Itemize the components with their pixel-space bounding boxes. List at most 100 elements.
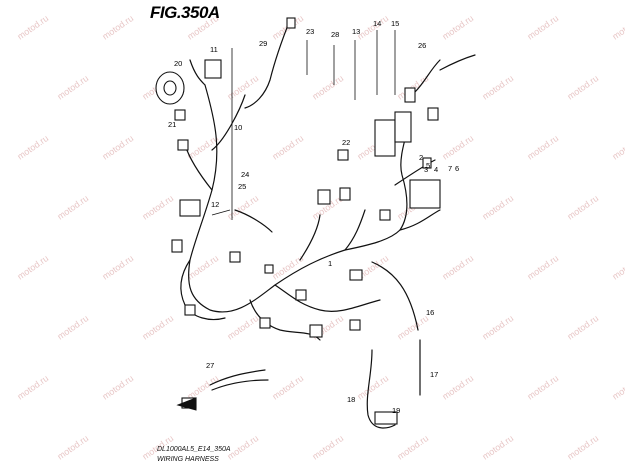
- connector-18: [374, 411, 398, 425]
- watermark: motod.ru: [480, 73, 515, 102]
- connector-m: [404, 87, 416, 103]
- callout-5: 5: [426, 161, 430, 170]
- watermark: motod.ru: [610, 133, 625, 162]
- callout-14: 14: [373, 19, 381, 28]
- watermark: motod.ru: [140, 313, 175, 342]
- main-harness-branch-a: [274, 284, 381, 312]
- main-harness-branch-h: [399, 209, 441, 231]
- callout-27: 27: [206, 361, 214, 370]
- main-harness-branch-b: [299, 214, 321, 261]
- harness-18: [366, 349, 396, 429]
- connector-b: [339, 187, 351, 201]
- watermark: motod.ru: [525, 253, 560, 282]
- watermark: motod.ru: [225, 73, 260, 102]
- connector-l: [177, 139, 189, 151]
- watermark: motod.ru: [15, 253, 50, 282]
- fuse-box: [409, 179, 441, 209]
- connector-11: [204, 59, 222, 79]
- watermark: motod.ru: [525, 13, 560, 42]
- watermark: motod.ru: [55, 313, 90, 342]
- connector-22: [337, 149, 349, 161]
- callout-26: 26: [418, 41, 426, 50]
- relay-block-b: [394, 111, 412, 143]
- callout-17: 17: [430, 370, 438, 379]
- watermark: motod.ru: [565, 73, 600, 102]
- watermark: motod.ru: [185, 373, 220, 402]
- watermark: motod.ru: [100, 253, 135, 282]
- watermark: motod.ru: [100, 133, 135, 162]
- callout-21: 21: [168, 120, 176, 129]
- figure-title: FIG.350A: [150, 3, 220, 22]
- watermark: motod.ru: [310, 73, 345, 102]
- watermark: motod.ru: [480, 433, 515, 462]
- watermark: motod.ru: [55, 433, 90, 462]
- main-harness-trunk: [188, 84, 411, 313]
- connector-d: [295, 289, 307, 301]
- watermark: motod.ru: [440, 253, 475, 282]
- callout-1: 1: [328, 259, 332, 268]
- connector-o: [264, 264, 274, 274]
- callout-3: 3: [424, 165, 428, 174]
- watermark: motod.ru: [15, 133, 50, 162]
- harness-26: [414, 59, 441, 93]
- cable-27: [209, 369, 266, 386]
- model-code: DL1000AL5_E14_350A: [157, 446, 231, 453]
- watermark: motod.ru: [525, 133, 560, 162]
- callout-13: 13: [352, 27, 360, 36]
- connector-n: [427, 107, 439, 121]
- watermark: motod.ru: [565, 433, 600, 462]
- connector-h: [259, 317, 271, 329]
- watermark: motod.ru: [55, 73, 90, 102]
- harness-29: [244, 19, 291, 109]
- connector-k: [174, 109, 186, 121]
- callout-7: 7: [448, 164, 452, 173]
- watermark: motod.ru: [440, 373, 475, 402]
- connector-c: [349, 269, 363, 281]
- callout-22: 22: [342, 138, 350, 147]
- callout-29: 29: [259, 39, 267, 48]
- connector-a: [317, 189, 331, 205]
- wire-20: [189, 59, 206, 86]
- callout-2: 2: [419, 153, 423, 162]
- callout-18: 18: [347, 395, 355, 404]
- callout-25: 25: [238, 182, 246, 191]
- connector-e: [229, 251, 241, 263]
- callout-28: 28: [331, 30, 339, 39]
- callout-20: 20: [174, 59, 182, 68]
- watermark: motod.ru: [480, 313, 515, 342]
- watermark: motod.ru: [310, 433, 345, 462]
- watermark: motod.ru: [100, 13, 135, 42]
- section-name: WIRING HARNESS: [157, 456, 219, 463]
- watermark: motod.ru: [225, 313, 260, 342]
- callout-11: 11: [210, 45, 218, 54]
- main-harness-branch-c: [344, 209, 366, 251]
- watermark: motod.ru: [15, 13, 50, 42]
- callout-12: 12: [211, 200, 219, 209]
- watermark: motod.ru: [565, 193, 600, 222]
- watermark: motod.ru: [610, 13, 625, 42]
- main-harness-branch-g: [211, 94, 246, 151]
- relay-block: [374, 119, 396, 157]
- connector-f: [171, 239, 183, 253]
- watermark: motod.ru: [100, 373, 135, 402]
- watermark: motod.ru: [610, 373, 625, 402]
- watermark: motod.ru: [525, 373, 560, 402]
- arrow-indicator-frt: [176, 397, 197, 411]
- cable-27b: [211, 379, 269, 391]
- harness-24: [234, 209, 273, 233]
- connector-i: [309, 324, 323, 338]
- callout-4: 4: [434, 165, 438, 174]
- watermark: motod.ru: [55, 193, 90, 222]
- main-harness-branch-i: [394, 159, 436, 186]
- watermark: motod.ru: [565, 313, 600, 342]
- connector-12: [179, 199, 201, 217]
- callout-24: 24: [241, 170, 249, 179]
- horn-20-inner: [163, 80, 177, 96]
- watermark: motod.ru: [355, 373, 390, 402]
- watermark: motod.ru: [610, 253, 625, 282]
- callout-6: 6: [455, 164, 459, 173]
- watermark: motod.ru: [140, 193, 175, 222]
- callout-15: 15: [391, 19, 399, 28]
- watermark: motod.ru: [15, 373, 50, 402]
